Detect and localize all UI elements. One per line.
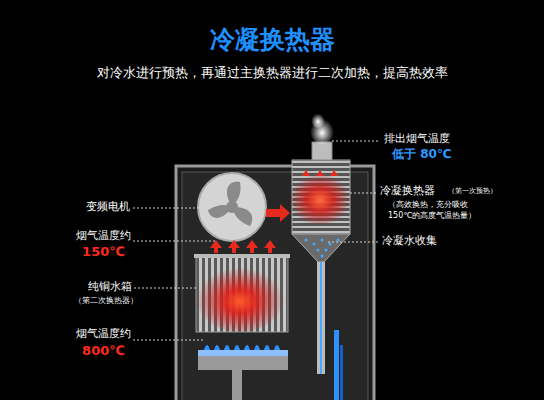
callout-label: 烟气温度约 (76, 328, 131, 341)
callout-note: （第二次换热器） (74, 296, 138, 305)
callout-label: 排出烟气温度 (384, 133, 450, 146)
title: 冷凝换热器 (0, 26, 544, 55)
subtitle: 对冷水进行预热，再通过主换热器进行二次加热，提高热效率 (97, 66, 448, 81)
callout-label: 变频电机 (86, 201, 130, 214)
callout-note: （高效换热，充分吸收 150℃的高度气温热量） (388, 199, 486, 221)
callout-label: 烟气温度约 (76, 230, 131, 243)
callout-note: （第一次预热） (448, 187, 497, 195)
callout-label: 纯铜水箱 (88, 281, 132, 294)
callout-label: 冷凝换热器 (380, 185, 435, 198)
temperature-value: 150℃ (82, 245, 125, 260)
temperature-value: 低于 80℃ (392, 148, 451, 162)
callout-label: 冷凝水收集 (382, 235, 437, 248)
temperature-value: 800℃ (82, 344, 125, 359)
